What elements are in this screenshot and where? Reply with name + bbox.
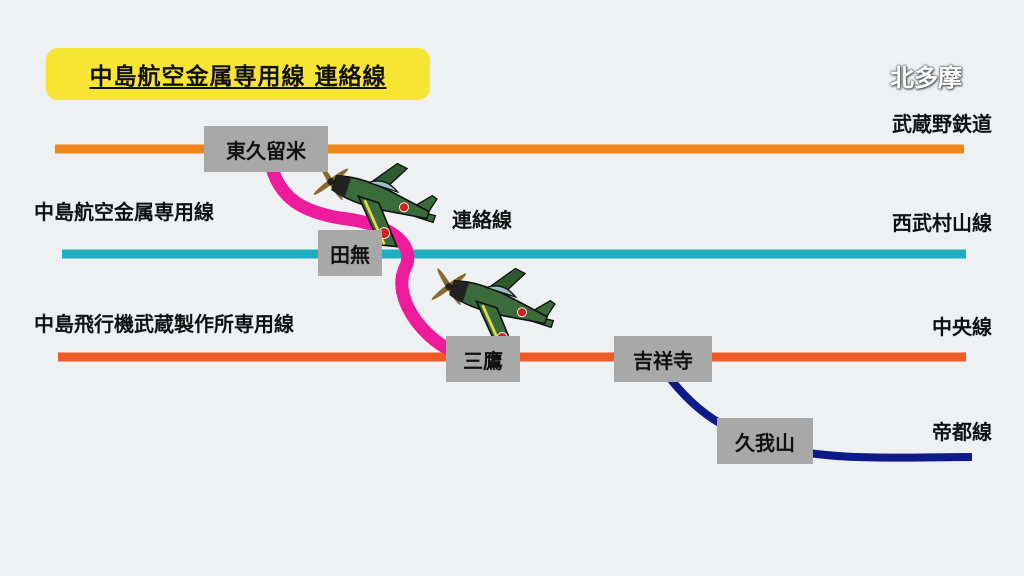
label-nakajima-koku: 中島航空金属専用線	[34, 200, 214, 224]
station-kichijoji: 吉祥寺	[614, 336, 712, 382]
label-chuo: 中央線	[932, 315, 992, 339]
label-nakajima-hiko: 中島飛行機武蔵製作所専用線	[34, 312, 294, 336]
region-label: 北多摩	[890, 64, 962, 92]
label-teito: 帝都線	[932, 420, 992, 444]
connector-line	[263, 153, 487, 364]
station-mitaka: 三鷹	[446, 336, 520, 382]
station-higashikurume: 東久留米	[204, 126, 328, 172]
station-tanashi: 田無	[318, 230, 382, 276]
label-musashino: 武蔵野鉄道	[892, 112, 992, 136]
title-banner: 中島航空金属専用線 連絡線	[46, 48, 430, 100]
diagram-title: 中島航空金属専用線 連絡線	[89, 64, 387, 90]
label-renraku: 連絡線	[452, 208, 512, 232]
label-seibu-murayama: 西武村山線	[892, 211, 992, 235]
station-kugayama: 久我山	[717, 418, 813, 464]
